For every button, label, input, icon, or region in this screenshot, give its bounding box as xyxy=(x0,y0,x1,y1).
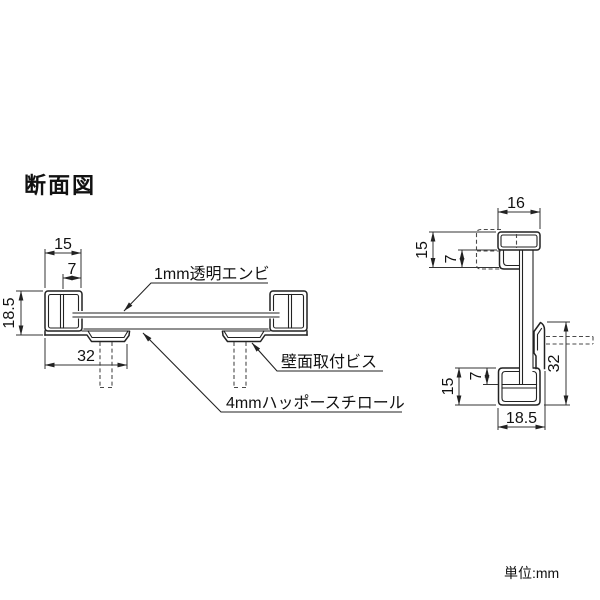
profile-top xyxy=(475,228,541,270)
dim-b-bottom-inner: 7 xyxy=(468,367,498,385)
bottom-box-outer xyxy=(497,367,541,406)
bottom-box-inner xyxy=(501,370,538,403)
section-a-horizontal: 15 7 18.5 32 xyxy=(1,236,405,413)
profile-bottom xyxy=(497,367,541,406)
wall-hook-flange xyxy=(533,321,546,370)
callout-clear-pvc: 1mm透明エンビ xyxy=(123,265,270,312)
ghost-profile-open-position xyxy=(475,228,501,270)
dim-value: 18.5 xyxy=(1,297,18,328)
dim-a-flange-width: 32 xyxy=(44,338,128,369)
dim-value: 32 xyxy=(77,348,95,365)
panel-assembly xyxy=(72,312,280,330)
dim-a-top-width: 15 xyxy=(44,236,82,288)
screw-right-hidden xyxy=(233,342,247,389)
callout-text: 1mm透明エンビ xyxy=(154,265,270,283)
leader-line xyxy=(123,282,268,312)
dim-value: 7 xyxy=(68,261,77,278)
panel-slot-right xyxy=(268,311,279,319)
dim-b-depth: 16 xyxy=(497,195,541,229)
flange-right-bottom xyxy=(221,330,308,343)
dim-a-height: 18.5 xyxy=(1,290,43,336)
panel-vertical xyxy=(518,249,534,385)
dim-value: 7 xyxy=(443,254,460,263)
flange-right-bump-inner xyxy=(223,330,265,339)
dim-a-inner-width: 7 xyxy=(62,261,82,289)
top-hook-inner xyxy=(502,249,520,267)
callout-wall-screw: 壁面取付ビス xyxy=(251,342,383,372)
page-title: 断面図 xyxy=(24,173,97,198)
dim-value: 16 xyxy=(507,195,525,212)
leader-line xyxy=(251,342,383,372)
panel-slot-left xyxy=(73,311,84,319)
top-hook-outer xyxy=(498,249,520,270)
dim-b-top-inner: 7 xyxy=(443,249,497,268)
top-box-inner xyxy=(500,234,538,248)
screw-hidden-b xyxy=(546,335,594,345)
dim-value: 32 xyxy=(546,355,563,373)
dim-value: 7 xyxy=(468,371,485,380)
callout-text: 壁面取付ビス xyxy=(281,352,377,371)
dim-b-hook-length: 32 xyxy=(544,321,570,406)
dim-b-bottom-depth: 18.5 xyxy=(497,371,546,430)
callout-foam-board: 4mmハッポースチロール xyxy=(142,332,405,413)
profile-left xyxy=(44,290,131,343)
dim-value: 15 xyxy=(440,378,457,396)
flange-left-bottom xyxy=(44,330,131,343)
wall-hook-outer xyxy=(533,321,546,370)
unit-label: 単位:mm xyxy=(504,565,560,581)
section-b-vertical: 16 15 7 15 xyxy=(414,195,594,430)
callout-text: 4mmハッポースチロール xyxy=(226,394,405,412)
profile-right xyxy=(221,290,308,343)
leader-line xyxy=(142,332,402,413)
dim-b-top-height: 15 xyxy=(414,231,499,268)
wall-hook-inner xyxy=(536,327,543,351)
dim-b-bottom-height: 15 xyxy=(440,367,496,406)
dim-value: 15 xyxy=(414,241,431,259)
dim-value: 18.5 xyxy=(506,410,537,427)
dim-value: 15 xyxy=(54,236,72,253)
flange-left-bump-inner xyxy=(87,330,129,339)
